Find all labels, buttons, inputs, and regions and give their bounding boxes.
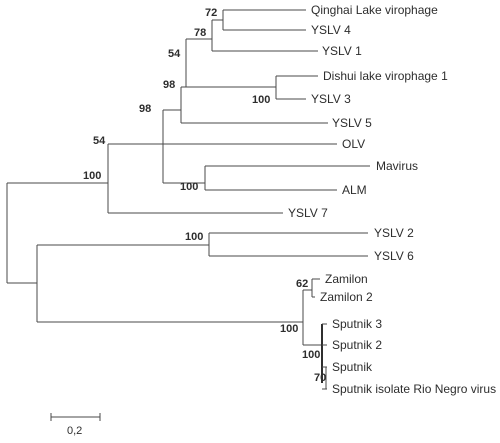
support-70: 70	[314, 372, 326, 384]
taxon-olv: OLV	[342, 137, 365, 151]
support-62: 62	[296, 278, 308, 290]
support-100-mavirus: 100	[180, 181, 198, 193]
taxon-yslv4: YSLV 4	[311, 23, 351, 37]
taxon-yslv5: YSLV 5	[332, 116, 372, 130]
taxon-qinghai: Qinghai Lake virophage	[311, 3, 438, 17]
tree-branches	[6, 9, 370, 390]
taxon-yslv3: YSLV 3	[311, 92, 351, 106]
taxon-zamilon2: Zamilon 2	[320, 290, 373, 304]
support-78: 78	[194, 27, 206, 39]
taxon-sputnik: Sputnik	[332, 360, 373, 374]
support-98-a: 98	[163, 79, 175, 91]
support-100-dishui: 100	[252, 94, 270, 106]
support-54-lower: 54	[93, 135, 106, 147]
taxon-sputnik3: Sputnik 3	[332, 317, 382, 331]
support-100-sputnik-clade: 100	[280, 323, 298, 335]
support-98-b: 98	[139, 103, 151, 115]
taxon-yslv6: YSLV 6	[374, 249, 414, 263]
taxon-zamilon: Zamilon	[325, 272, 368, 286]
support-values: 72 78 54 98 100 98 54 100 100 100 62 100…	[83, 7, 326, 384]
support-100-yslv2: 100	[185, 231, 203, 243]
taxon-mavirus: Mavirus	[376, 159, 418, 173]
support-100-sputnik-inner: 100	[302, 349, 320, 361]
taxon-yslv2: YSLV 2	[374, 226, 414, 240]
scale-bar: 0,2	[50, 413, 101, 437]
taxon-sputnik-rio: Sputnik isolate Rio Negro virus	[332, 382, 496, 396]
scale-bar-label: 0,2	[67, 425, 82, 437]
taxon-alm: ALM	[342, 183, 367, 197]
taxon-labels: Qinghai Lake virophage YSLV 4 YSLV 1 Dis…	[288, 3, 496, 396]
support-72: 72	[205, 7, 217, 19]
support-100-root: 100	[83, 170, 101, 182]
taxon-sputnik2: Sputnik 2	[332, 338, 382, 352]
taxon-yslv7: YSLV 7	[288, 206, 328, 220]
taxon-yslv1: YSLV 1	[322, 44, 362, 58]
taxon-dishui: Dishui lake virophage 1	[323, 69, 448, 83]
support-54-upper: 54	[168, 48, 181, 60]
